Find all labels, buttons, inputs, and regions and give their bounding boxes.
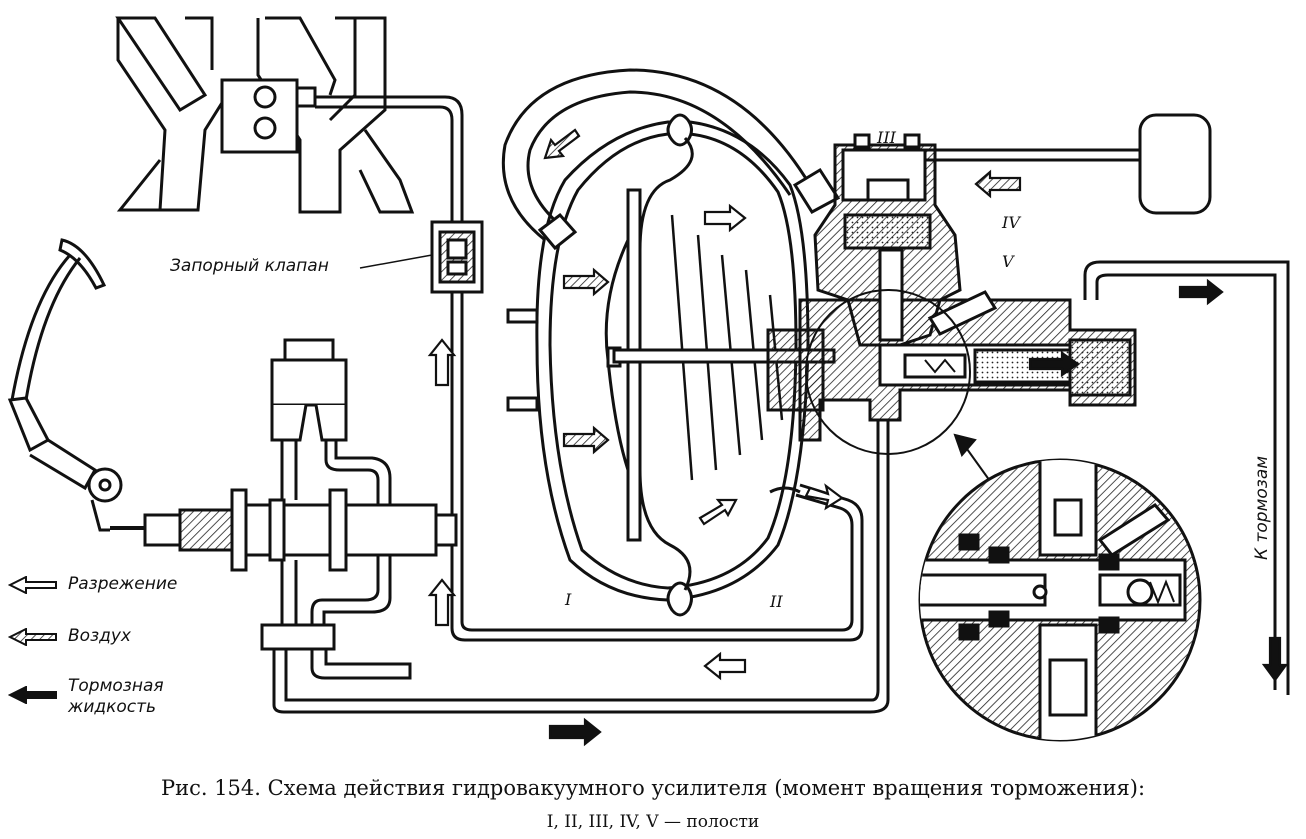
- master-cylinder: [143, 338, 890, 714]
- legend-vacuum-text: Разрежение: [68, 574, 178, 594]
- detail-inset: [918, 458, 1202, 742]
- booster-chamber: [506, 113, 810, 617]
- flow-arrows: [427, 128, 1289, 747]
- check-valve-label: Запорный клапан: [170, 256, 329, 276]
- cavity-V-label: V: [1002, 252, 1014, 271]
- cavity-IV-label: IV: [1002, 213, 1020, 232]
- legend-brake-fluid-text: Тормозная жидкость: [68, 676, 164, 718]
- legend-brake-fluid: Тормозная жидкость: [8, 676, 164, 718]
- legend-air: Воздух: [8, 626, 131, 647]
- cavity-I-label: I: [565, 590, 572, 609]
- vacuum-hose: [501, 68, 841, 251]
- vacuum-line: [450, 292, 864, 642]
- figure-caption: Рис. 154. Схема действия гидровакуумного…: [160, 776, 1146, 800]
- legend-vacuum: Разрежение: [8, 574, 177, 595]
- intake-manifold: [115, 16, 464, 222]
- relay-valve: [813, 113, 1212, 347]
- hollow-arrow-icon: [427, 203, 844, 681]
- diaphragm-spring: [670, 214, 784, 481]
- hatched-arrow-icon: [8, 627, 57, 646]
- legend-air-text: Воздух: [68, 626, 131, 646]
- hollow-arrow-icon: [8, 575, 57, 594]
- magnifier-ring: [805, 289, 1001, 496]
- solid-arrow-icon: [548, 278, 1289, 747]
- to-brakes-label: К тормозам: [1252, 455, 1272, 560]
- cavity-III-label: III: [877, 128, 896, 147]
- legend-brake-fluid-line1: Тормозная: [68, 676, 164, 696]
- figure-caption-subtitle: I, II, III, IV, V — полости: [546, 812, 760, 832]
- cavity-II-label: II: [770, 592, 783, 611]
- legend-brake-fluid-line2: жидкость: [68, 697, 157, 717]
- solid-arrow-icon: [8, 686, 57, 704]
- hatched-arrow-icon: [543, 128, 1022, 455]
- check-valve: [359, 220, 484, 294]
- brake-pedal: [7, 238, 145, 532]
